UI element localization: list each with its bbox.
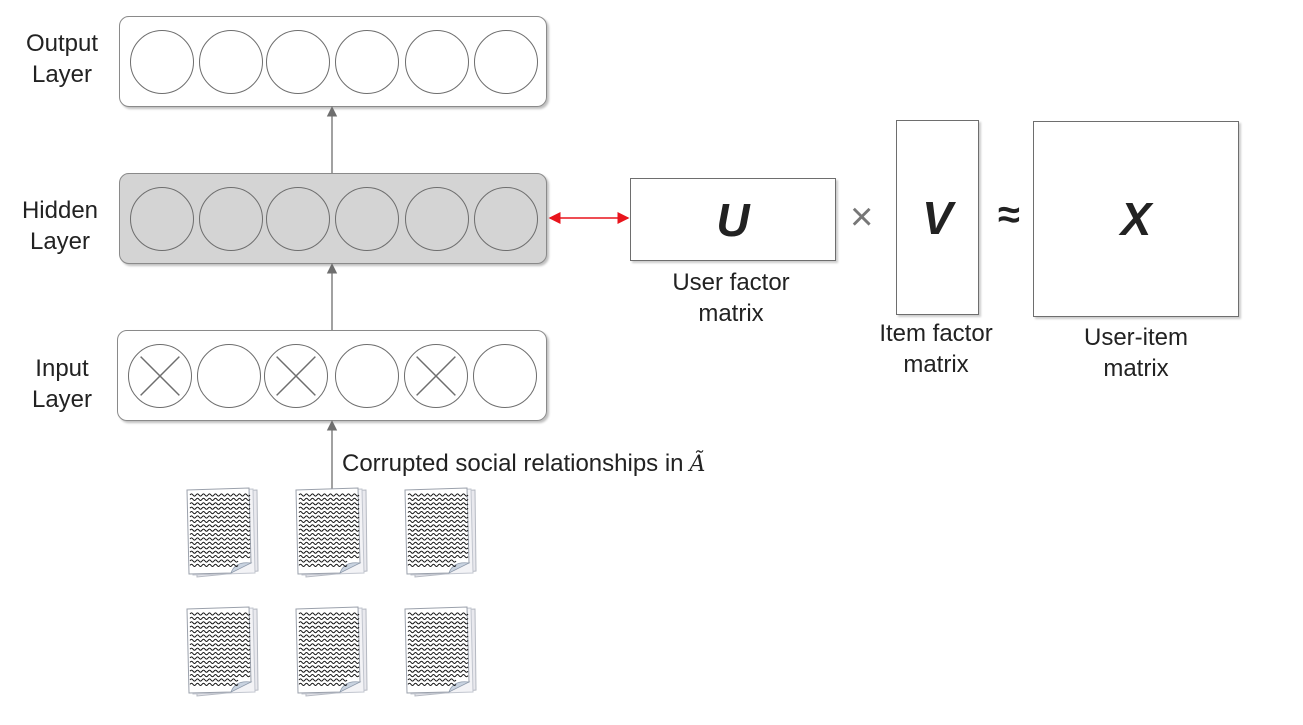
output-node — [474, 30, 538, 94]
user-item-symbol: X — [1120, 193, 1152, 245]
a-tilde-symbol: Ã — [689, 452, 706, 477]
approx-operator: ≈ — [998, 193, 1020, 237]
output-layer — [119, 16, 547, 107]
user-factor-caption-line1: User factor — [672, 269, 790, 296]
user-item-caption-line1: User-item — [1083, 324, 1188, 351]
item-factor-caption-line2: matrix — [903, 351, 969, 378]
item-factor-caption: Item factor matrix — [862, 318, 1010, 380]
input-layer-label-line1: Input — [35, 355, 89, 382]
paper-stack-icon — [404, 487, 477, 578]
corrupted-cross-icon — [276, 356, 316, 396]
user-item-caption: User-item matrix — [1056, 322, 1216, 384]
input-node — [335, 344, 399, 408]
document-icon — [294, 487, 368, 579]
document-icon — [403, 606, 477, 698]
document-icon — [185, 487, 259, 579]
hidden-node — [130, 187, 194, 251]
user-item-caption-line2: matrix — [1103, 355, 1169, 382]
paper-stack-icon — [295, 606, 368, 697]
item-factor-caption-line1: Item factor — [879, 320, 993, 347]
input-node — [197, 344, 261, 408]
user-factor-caption: User factor matrix — [636, 267, 826, 329]
input-node — [264, 344, 328, 408]
user-item-matrix: X — [1033, 121, 1239, 317]
hidden-layer — [119, 173, 547, 264]
input-layer-label-line2: Layer — [31, 386, 93, 413]
output-node — [405, 30, 469, 94]
times-operator: × — [850, 195, 874, 239]
input-node — [404, 344, 468, 408]
document-icon — [294, 606, 368, 698]
output-node — [130, 30, 194, 94]
item-factor-matrix: V — [896, 120, 979, 315]
output-node — [266, 30, 330, 94]
hidden-node — [474, 187, 538, 251]
output-layer-label-line1: Output — [25, 30, 99, 57]
output-layer-label: Output Layer — [7, 28, 117, 90]
hidden-node — [335, 187, 399, 251]
output-node — [199, 30, 263, 94]
hidden-layer-label: Hidden Layer — [5, 195, 115, 257]
input-layer — [117, 330, 547, 421]
hidden-node — [199, 187, 263, 251]
paper-stack-icon — [295, 487, 368, 578]
input-node — [473, 344, 537, 408]
item-factor-symbol: V — [922, 191, 953, 244]
output-node — [335, 30, 399, 94]
hidden-layer-label-line2: Layer — [29, 228, 91, 255]
corrupted-relationships-text: Corrupted social relationships in — [342, 450, 684, 477]
document-icon — [403, 487, 477, 579]
hidden-node — [405, 187, 469, 251]
paper-stack-icon — [186, 487, 259, 578]
input-layer-label: Input Layer — [7, 353, 117, 415]
user-factor-matrix: U — [630, 178, 836, 261]
hidden-layer-label-line1: Hidden — [21, 197, 99, 224]
user-factor-symbol: U — [716, 193, 750, 246]
hidden-node — [266, 187, 330, 251]
corrupted-cross-icon — [416, 356, 456, 396]
user-factor-caption-line2: matrix — [698, 300, 764, 327]
paper-stack-icon — [186, 606, 259, 697]
input-node — [128, 344, 192, 408]
output-layer-label-line2: Layer — [31, 61, 93, 88]
document-icon — [185, 606, 259, 698]
corrupted-cross-icon — [140, 356, 180, 396]
paper-stack-icon — [404, 606, 477, 697]
